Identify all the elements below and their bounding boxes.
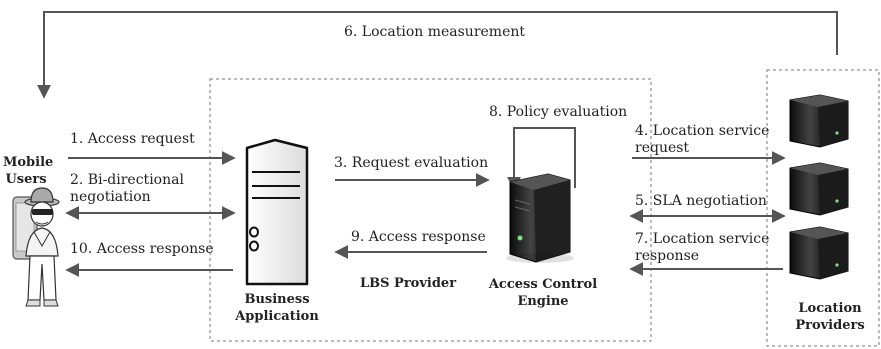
step-4-line-1: 4. Location service <box>635 123 770 139</box>
step-3-label: 3. Request evaluation <box>334 155 489 171</box>
step-6-label: 6. Location measurement <box>344 24 526 40</box>
server-icon <box>789 162 849 216</box>
step-1-label: 1. Access request <box>70 131 195 147</box>
location-providers-line-1: Location <box>798 301 862 316</box>
mobile-users-line-2: Users <box>5 172 47 187</box>
user-icon <box>12 187 60 307</box>
location-providers-boundary <box>766 69 880 347</box>
lbs-provider-label: LBS Provider <box>360 276 457 291</box>
step-7-line-1: 7. Location service <box>635 231 770 247</box>
access-control-engine-line-2: Engine <box>517 294 569 309</box>
step-9-label: 9. Access response <box>351 229 486 245</box>
step-5-label: 5. SLA negotiation <box>635 193 767 209</box>
business-application-line-1: Business <box>244 292 310 307</box>
step-2-line-1: 2. Bi-directional <box>70 172 184 188</box>
business-application-label: Business Application <box>232 291 322 325</box>
step-7-line-2: response <box>635 248 700 264</box>
server-icon <box>789 226 849 280</box>
server-icon <box>789 94 849 148</box>
access-control-engine-label: Access Control Engine <box>481 276 605 310</box>
step-7-label: 7. Location service response <box>635 231 769 265</box>
business-application-line-2: Application <box>235 309 319 324</box>
step-10-label: 10. Access response <box>70 241 214 257</box>
location-providers-line-2: Providers <box>795 318 865 333</box>
server-icon <box>506 173 574 263</box>
server-icon <box>245 138 309 286</box>
step-4-line-2: request <box>635 140 690 156</box>
location-providers-label: Location Providers <box>782 300 878 334</box>
access-control-engine-line-1: Access Control <box>488 277 598 292</box>
step-2-label: 2. Bi-directional negotiation <box>70 172 184 206</box>
mobile-users-label: Mobile Users <box>3 154 54 188</box>
arrow-policy-evaluation <box>507 127 576 191</box>
mobile-users-line-1: Mobile <box>3 155 54 170</box>
step-4-label: 4. Location service request <box>635 123 769 157</box>
step-8-label: 8. Policy evaluation <box>489 104 628 120</box>
step-2-line-2: negotiation <box>70 189 151 205</box>
arrow-location-measurement <box>37 11 838 99</box>
